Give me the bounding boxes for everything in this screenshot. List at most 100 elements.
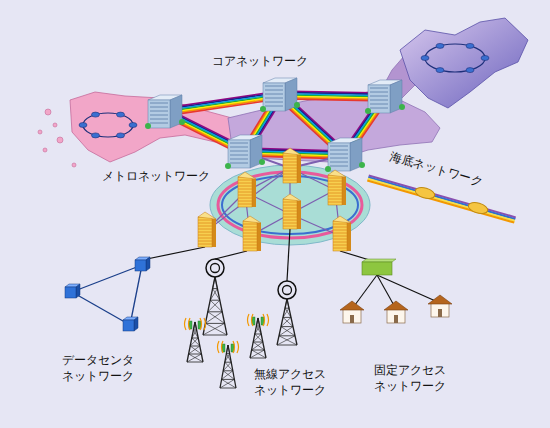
tower-stripe (283, 211, 297, 212)
tower-stripe (333, 239, 347, 240)
island (53, 123, 57, 127)
tower-brace (205, 312, 222, 324)
japan-map (38, 18, 528, 245)
tower-brace (226, 345, 228, 354)
tower-leg (287, 299, 297, 345)
area-label: データセンタ ネットワーク (56, 352, 140, 384)
tower-side (297, 155, 301, 183)
tower-stripe (198, 232, 212, 233)
building-window (370, 108, 388, 109)
node-dot (145, 123, 151, 129)
tower-brace (222, 379, 235, 380)
radio-wave (252, 314, 254, 326)
tower-brace (189, 354, 202, 355)
tower-stripe (328, 184, 342, 185)
metro-links (205, 152, 345, 236)
tower-brace (192, 338, 198, 339)
house-roof (384, 301, 408, 310)
tower-brace (190, 338, 198, 346)
tower-front (333, 221, 347, 251)
tower-brace (205, 323, 227, 335)
tower-front (238, 177, 252, 207)
ring-node (117, 133, 125, 138)
server-cube (123, 317, 138, 331)
tower-brace (208, 311, 222, 312)
antenna-ring (211, 264, 220, 273)
tower-stripe (283, 156, 297, 157)
building-window (150, 115, 168, 116)
tower-stripe (333, 227, 347, 228)
house-roof (428, 295, 452, 304)
tower-brace (285, 308, 289, 309)
tower-stripe (283, 165, 297, 166)
tower-stripe (238, 198, 252, 199)
network-label: 海底ネットワーク (388, 149, 484, 189)
tower-brace (222, 371, 233, 380)
tower-stripe (283, 168, 297, 169)
tower-brace (252, 342, 263, 350)
tower-stripe (328, 187, 342, 188)
tower-front (283, 199, 297, 229)
tower-stripe (328, 202, 342, 203)
network-area: 無線アクセス ネットワーク (162, 258, 342, 402)
tower-stripe (283, 220, 297, 221)
tower-brace (187, 354, 201, 362)
tower-stripe (243, 230, 257, 231)
tower-brace (283, 317, 291, 318)
tower-front (198, 217, 212, 247)
tower-stripe (328, 178, 342, 179)
island (38, 130, 42, 134)
tower-front (283, 153, 297, 183)
tower-roof (243, 216, 261, 223)
building-window (150, 111, 168, 112)
tower-brace (192, 338, 200, 346)
tower-brace (193, 322, 195, 330)
building-window (230, 163, 248, 164)
tower-side (297, 201, 301, 229)
metro-tower (283, 148, 301, 183)
submarine-cable (368, 177, 515, 219)
tower-brace (208, 300, 220, 312)
cube-front (135, 260, 146, 271)
radio-wave (218, 341, 220, 353)
tower-roof (328, 170, 346, 177)
tower-brace (279, 327, 293, 336)
building-window (330, 158, 348, 159)
metro-tower (238, 172, 256, 207)
network-area: 固定アクセス ネットワーク (330, 250, 480, 398)
tower-stripe (283, 208, 297, 209)
tower-stripe (243, 233, 257, 234)
radio-wave (204, 318, 206, 330)
ring-node (421, 56, 429, 61)
tower-front (243, 221, 257, 251)
ring-node (436, 68, 444, 73)
access-line (287, 229, 290, 281)
building-window (265, 86, 283, 87)
tower-brace (223, 370, 233, 371)
area-fill (162, 258, 342, 402)
building-window (370, 88, 388, 89)
tower-stripe (243, 242, 257, 243)
tower-leg (203, 277, 215, 335)
tower-brace (281, 327, 295, 336)
radio-wave (267, 314, 269, 326)
building-window (230, 155, 248, 156)
ring-node (466, 43, 474, 48)
tower-stripe (328, 193, 342, 194)
tower-brace (213, 288, 218, 289)
submarine-cable (368, 179, 515, 221)
house-door (438, 309, 442, 317)
cable-repeater (467, 200, 489, 215)
radio-wave (237, 341, 239, 353)
building-window (330, 146, 348, 147)
regional-ring (83, 113, 133, 137)
datacenter-link (72, 265, 142, 292)
radio-wave (185, 318, 187, 330)
tower-stripe (283, 177, 297, 178)
building-front (368, 85, 390, 113)
tower-brace (215, 277, 217, 289)
tower-brace (187, 362, 203, 363)
node-dot (365, 108, 371, 114)
tower-stripe (198, 223, 212, 224)
core-building (225, 135, 265, 169)
